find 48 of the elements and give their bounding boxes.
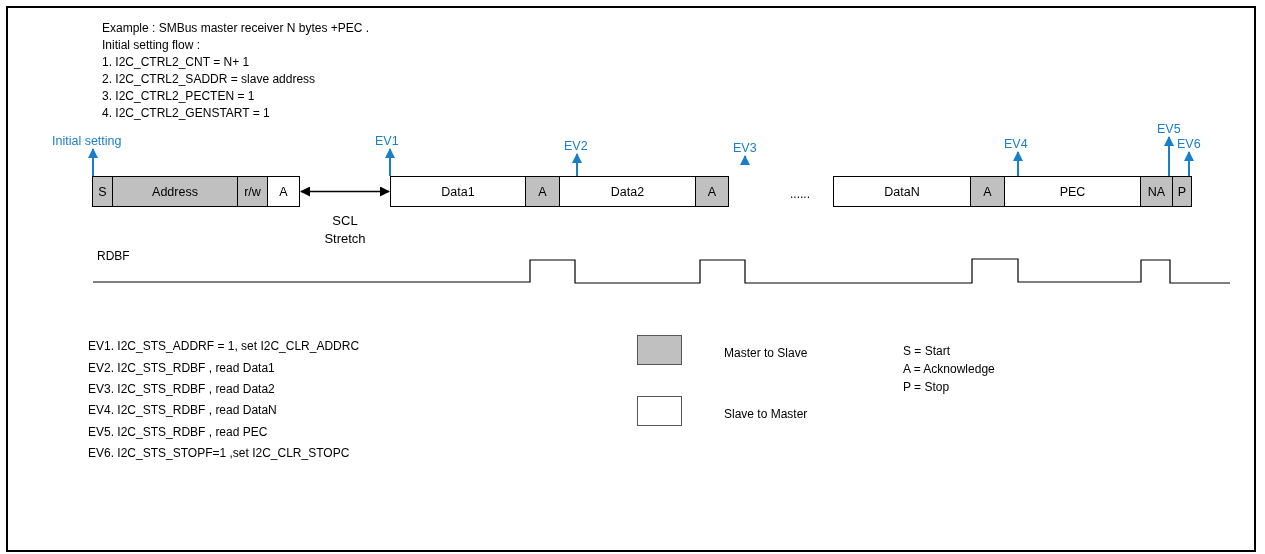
event-label: Initial setting <box>52 134 122 148</box>
event-arrow <box>1164 136 1174 177</box>
setting-step: 4. I2C_CTRL2_GENSTART = 1 <box>102 106 270 120</box>
double-arrow <box>300 186 390 197</box>
event-description: EV5. I2C_STS_RDBF , read PEC <box>88 425 268 439</box>
start-field: S <box>92 176 113 207</box>
event-description: EV3. I2C_STS_RDBF , read Data2 <box>88 382 275 396</box>
event-label: EV1 <box>375 134 399 148</box>
signal-name: RDBF <box>97 249 130 263</box>
ack-field: A <box>525 176 560 207</box>
event-arrow <box>1013 151 1023 177</box>
data-field: Data2 <box>559 176 696 207</box>
header-text: Initial setting flow : <box>102 38 201 52</box>
abbreviation-note: S = Start <box>903 344 951 358</box>
event-arrow <box>740 155 750 165</box>
event-description: EV4. I2C_STS_RDBF , read DataN <box>88 403 277 417</box>
event-label: EV4 <box>1004 137 1028 151</box>
event-arrow <box>1184 151 1194 177</box>
event-arrow <box>572 153 582 177</box>
legend-label: Slave to Master <box>724 407 808 421</box>
event-arrow <box>385 148 395 177</box>
event-label: EV2 <box>564 139 588 153</box>
nack-field: NA <box>1140 176 1173 207</box>
event-label: EV3 <box>733 141 757 155</box>
ack-field: A <box>267 176 300 207</box>
abbreviation-note: P = Stop <box>903 380 950 394</box>
data-field: Data1 <box>390 176 526 207</box>
data-field: DataN <box>833 176 971 207</box>
header-text: Example : SMBus master receiver N bytes +PEC . <box>102 21 370 35</box>
event-arrow <box>88 148 98 177</box>
event-label: EV6 <box>1177 137 1201 151</box>
event-description: EV6. I2C_STS_STOPF=1 ,set I2C_CLR_STOPC <box>88 446 350 460</box>
pec-field: PEC <box>1004 176 1141 207</box>
event-description: EV2. I2C_STS_RDBF , read Data1 <box>88 361 275 375</box>
legend-label: Master to Slave <box>724 346 808 360</box>
setting-step: 1. I2C_CTRL2_CNT = N+ 1 <box>102 55 250 69</box>
edge-label: SCL Stretch <box>323 211 367 248</box>
setting-step: 3. I2C_CTRL2_PECTEN = 1 <box>102 89 255 103</box>
abbreviation-note: A = Acknowledge <box>903 362 995 376</box>
ack-field: A <box>695 176 729 207</box>
stop-field: P <box>1172 176 1192 207</box>
address-field: Address <box>112 176 238 207</box>
event-label: EV5 <box>1157 122 1181 136</box>
ellipsis: ...... <box>790 187 810 201</box>
ack-field: A <box>970 176 1005 207</box>
setting-step: 2. I2C_CTRL2_SADDR = slave address <box>102 72 316 86</box>
read-write-field: r/w <box>237 176 268 207</box>
event-description: EV1. I2C_STS_ADDRF = 1, set I2C_CLR_ADDRC <box>88 339 360 353</box>
